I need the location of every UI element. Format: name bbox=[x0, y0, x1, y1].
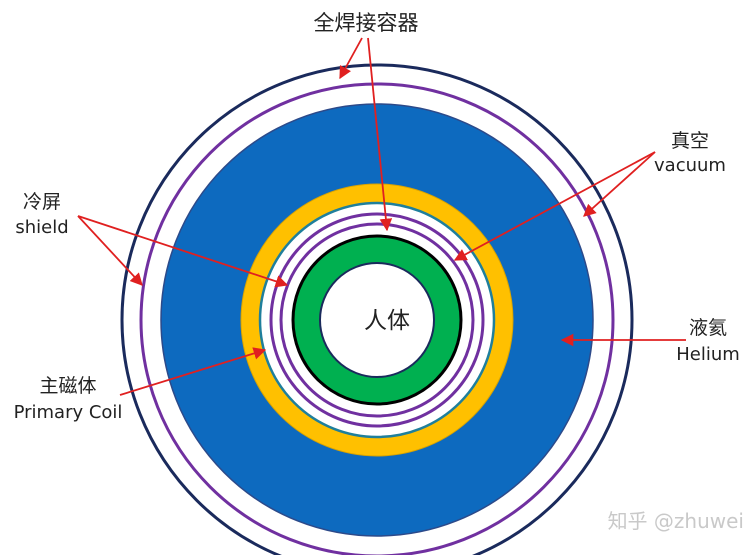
label-helium-zh: 液氦 bbox=[689, 317, 727, 339]
body-bore bbox=[319, 262, 435, 378]
label-helium-en: Helium bbox=[676, 344, 740, 365]
arrow-vacuum-inner bbox=[453, 151, 656, 261]
label-vacuum-zh: 真空 bbox=[671, 130, 709, 152]
label-coil-zh: 主磁体 bbox=[39, 375, 96, 397]
label-coil-en: Primary Coil bbox=[14, 402, 123, 423]
arrow-vacuum-outer bbox=[583, 151, 656, 217]
arrow-primary-coil bbox=[119, 347, 267, 396]
outer-vessel-ring bbox=[120, 63, 634, 555]
label-shield-en: shield bbox=[15, 217, 68, 238]
arrow-shield-outer bbox=[77, 215, 143, 286]
label-body: 人体 bbox=[364, 308, 410, 334]
label-vessel: 全焊接容器 bbox=[314, 11, 419, 35]
watermark-text: 知乎 @zhuwei bbox=[608, 509, 744, 533]
arrow-shield-inner bbox=[77, 215, 289, 288]
arrow-vessel-inner bbox=[367, 37, 393, 232]
label-shield-zh: 冷屏 bbox=[23, 191, 61, 213]
inner-shield-ring-outer bbox=[269, 212, 485, 428]
inner-bore-ring bbox=[258, 201, 496, 439]
outer-shield-ring bbox=[139, 82, 615, 555]
arrow-vessel-outer bbox=[339, 37, 363, 80]
label-vacuum-en: vacuum bbox=[654, 155, 726, 176]
inner-shield-ring-inner bbox=[279, 222, 475, 418]
